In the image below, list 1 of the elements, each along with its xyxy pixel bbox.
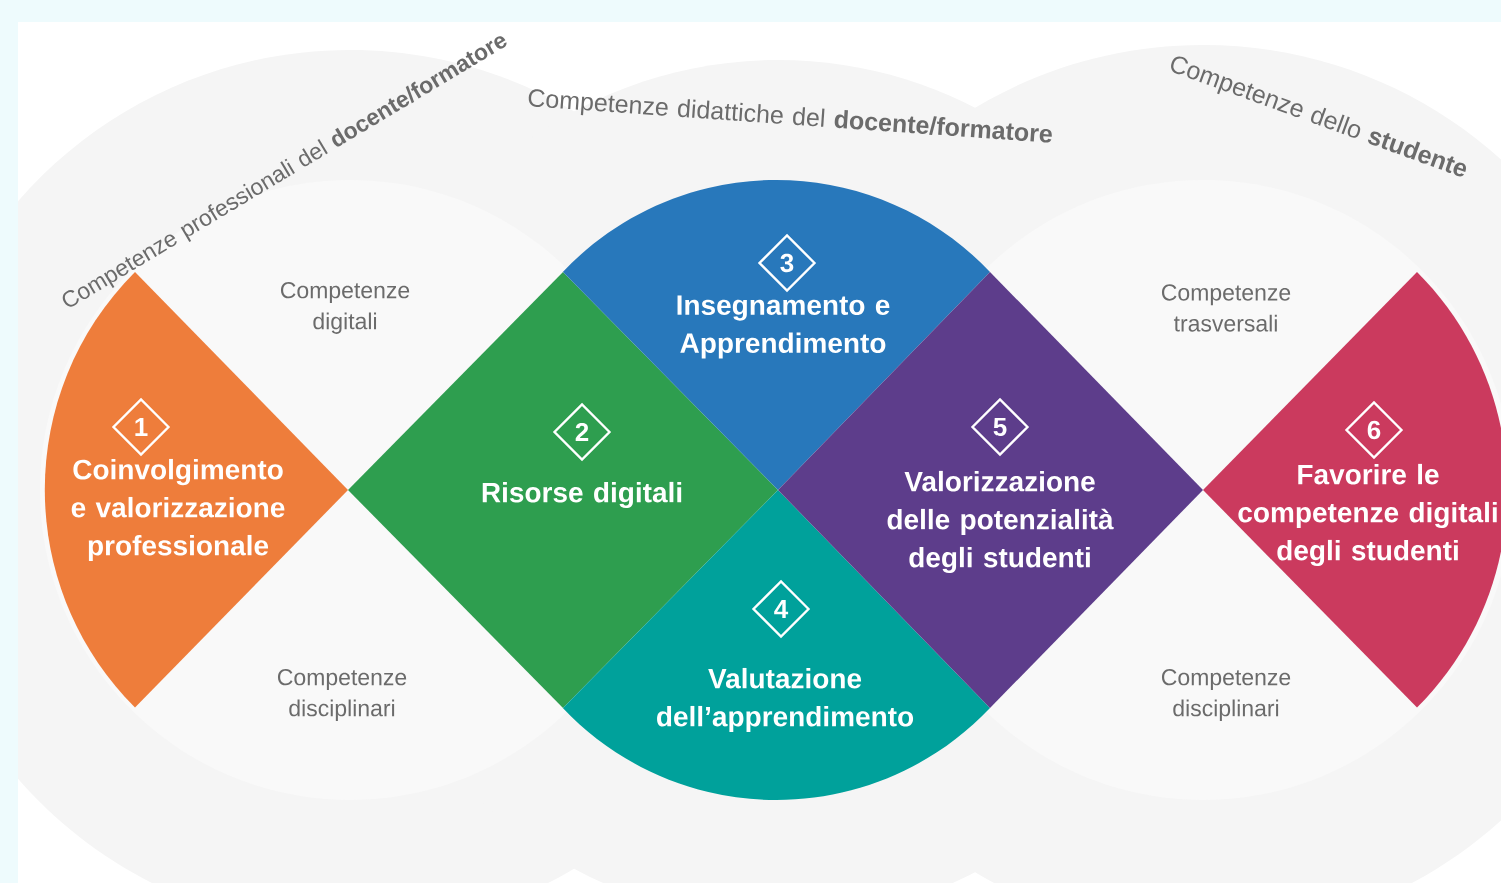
arc-heading: Competenze didattiche del docente/formatore [528, 89, 1052, 143]
